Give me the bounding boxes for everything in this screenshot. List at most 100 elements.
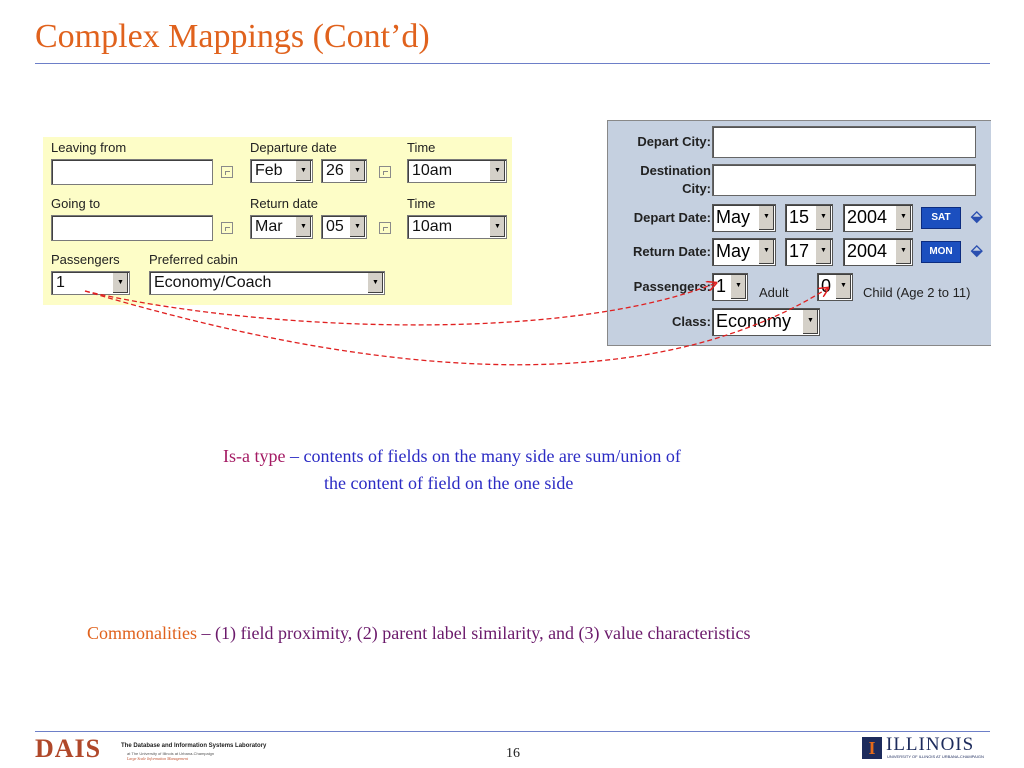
left-flight-form: Leaving from Departure date Time Feb ▼ 26… [43,137,512,305]
time-label-2: Time [407,196,436,211]
return-date-checkbox[interactable] [379,222,391,234]
going-to-input[interactable] [51,215,213,241]
depart-day-value: 26 [326,162,344,179]
depart-year-select[interactable]: 2004 ▼ [843,204,913,232]
return-month-value: Mar [255,218,283,235]
leaving-from-label: Leaving from [51,140,127,155]
going-to-label: Going to [51,196,101,211]
isa-type-text: Is-a type – contents of fields on the ma… [223,443,681,497]
chevron-down-icon: ▼ [802,310,818,334]
chevron-down-icon: ▼ [489,161,505,181]
chevron-down-icon: ▼ [895,206,911,230]
depart-date-label: Depart Date: [633,210,711,225]
slide-title: Complex Mappings (Cont’d) [35,18,430,55]
class-label: Class: [671,314,711,329]
illinois-i-mark: I [862,737,882,759]
chevron-down-icon: ▼ [835,275,851,299]
return-time-value: 10am [412,218,453,235]
page-number: 16 [506,746,520,761]
chevron-down-icon: ▼ [349,217,365,237]
chevron-down-icon: ▼ [112,273,128,293]
footer-divider [35,731,990,732]
depart-month-value: Feb [255,162,283,179]
title-divider [35,63,990,64]
depart-day-select[interactable]: 26 ▼ [321,159,367,183]
return-weekday-button[interactable]: MON [921,241,961,263]
return-month-select[interactable]: Mar ▼ [250,215,313,239]
adult-count-select[interactable]: 1▼ [712,273,748,301]
destination-city-input[interactable] [712,164,976,196]
cabin-label: Preferred cabin [149,252,238,267]
arrow-to-adult [84,283,716,326]
return-date-label: Return date [250,196,318,211]
dais-tagline: Large Scale Information Management [127,756,189,761]
return-month-select[interactable]: May ▼ [712,238,776,266]
adult-count-value: 1 [716,276,727,296]
commonalities-key: Commonalities [87,623,197,643]
chevron-down-icon: ▼ [895,240,911,264]
dais-lab-name: The Database and Information Systems Lab… [121,743,267,749]
leaving-from-input[interactable] [51,159,213,185]
depart-month-select[interactable]: May ▼ [712,204,776,232]
chevron-down-icon: ▼ [815,206,831,230]
calendar-icon[interactable]: ⬙ [971,208,983,225]
class-select[interactable]: Economy ▼ [712,308,820,336]
child-count-value: 0 [821,276,832,296]
depart-month-select[interactable]: Feb ▼ [250,159,313,183]
illinois-tagline: UNIVERSITY OF ILLINOIS AT URBANA-CHAMPAI… [887,754,984,759]
chevron-down-icon: ▼ [367,273,383,293]
destination-label-line1: Destination [640,163,711,178]
commonalities-desc: – (1) field proximity, (2) parent label … [197,623,751,643]
chevron-down-icon: ▼ [730,275,746,299]
depart-day-value: 15 [789,207,810,227]
chevron-down-icon: ▼ [295,217,311,237]
right-flight-form: Depart City: Destination City: Depart Da… [607,120,991,346]
chevron-down-icon: ▼ [758,240,774,264]
return-year-value: 2004 [847,241,888,261]
isa-type-desc-1: – contents of fields on the many side ar… [285,446,681,466]
chevron-down-icon: ▼ [489,217,505,237]
chevron-down-icon: ▼ [758,206,774,230]
return-time-select[interactable]: 10am ▼ [407,215,507,239]
chevron-down-icon: ▼ [815,240,831,264]
depart-date-checkbox[interactable] [379,166,391,178]
depart-month-value: May [716,207,751,227]
depart-city-input[interactable] [712,126,976,158]
isa-type-key: Is-a type [223,446,286,466]
calendar-icon[interactable]: ⬙ [971,242,983,259]
departure-date-label: Departure date [250,140,337,155]
passengers-value: 1 [56,274,65,291]
destination-label-line2: City: [682,181,711,196]
dais-logo: DAIS The Database and Information System… [35,734,266,763]
return-day-value: 05 [326,218,344,235]
commonalities-text: Commonalities – (1) field proximity, (2)… [87,623,750,644]
dais-logo-text: DAIS [35,734,102,763]
return-day-value: 17 [789,241,810,261]
chevron-down-icon: ▼ [349,161,365,181]
passengers-label: Passengers: [633,279,711,294]
leaving-from-checkbox[interactable] [221,166,233,178]
depart-time-select[interactable]: 10am ▼ [407,159,507,183]
depart-time-value: 10am [412,162,453,179]
return-month-value: May [716,241,751,261]
isa-type-desc-2: the content of field on the one side [324,473,574,493]
cabin-value: Economy/Coach [154,274,272,291]
class-value: Economy [716,311,792,331]
return-date-label: Return Date: [632,244,711,259]
going-to-checkbox[interactable] [221,222,233,234]
return-day-select[interactable]: 17▼ [785,238,833,266]
return-day-select[interactable]: 05 ▼ [321,215,367,239]
depart-weekday-button[interactable]: SAT [921,207,961,229]
dais-affiliation: at The University of Illinois at Urbana-… [127,751,215,756]
depart-city-label: Depart City: [637,134,711,149]
depart-year-value: 2004 [847,207,888,227]
time-label-1: Time [407,140,436,155]
passengers-select[interactable]: 1▼ [51,271,130,295]
cabin-select[interactable]: Economy/Coach ▼ [149,271,385,295]
passengers-label: Passengers [51,252,120,267]
return-year-select[interactable]: 2004 ▼ [843,238,913,266]
chevron-down-icon: ▼ [295,161,311,181]
adult-label: Adult [759,285,789,300]
depart-day-select[interactable]: 15▼ [785,204,833,232]
